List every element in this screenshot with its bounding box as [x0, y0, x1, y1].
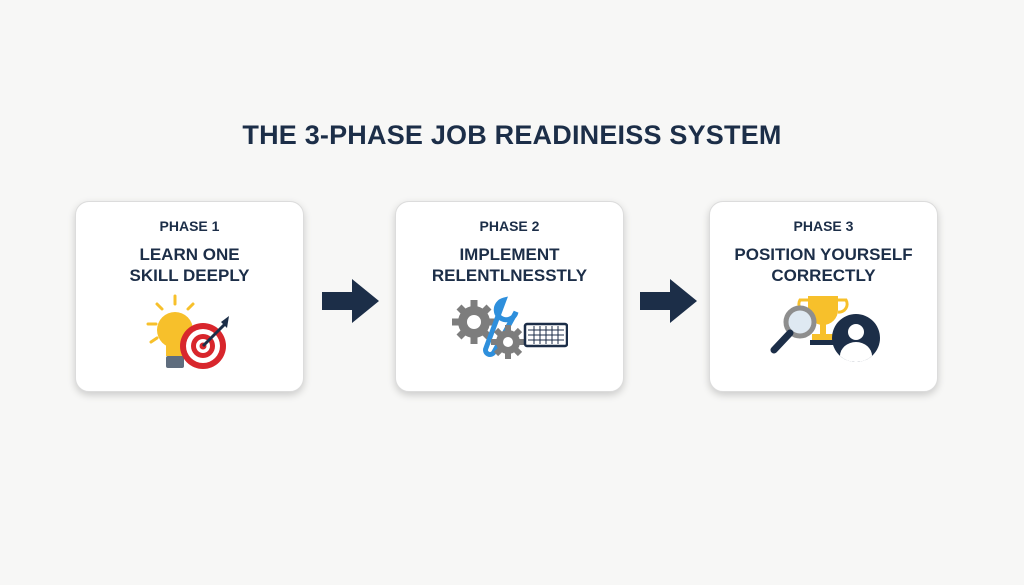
arrow-right-icon	[640, 279, 697, 323]
phase-name: IMPLEMENT RELENTLNESSTLY	[431, 245, 588, 285]
gears-wrench-keyboard-icon	[451, 296, 568, 359]
phase-name: POSITION YOURSELF CORRECTLY	[734, 245, 913, 285]
arrow-right-icon	[322, 279, 379, 323]
phase-label: PHASE 1	[159, 218, 220, 234]
magnifier-trophy-person-icon	[770, 296, 880, 363]
phase-label: PHASE 2	[479, 218, 540, 234]
phase-label: PHASE 3	[793, 218, 854, 234]
page-title: THE 3-PHASE JOB READINEISS SYSTEM	[242, 120, 782, 150]
phase-name: LEARN ONE SKILL DEEPLY	[129, 245, 250, 285]
phase-2-card: PHASE 2 IMPLEMENT RELENTLNESSTLY	[395, 201, 624, 392]
phase-1-card: PHASE 1 LEARN ONE SKILL DEEPLY	[75, 201, 304, 392]
lightbulb-target-icon	[146, 294, 229, 369]
phase-3-card: PHASE 3 POSITION YOURSELF CORRECTLY	[709, 201, 938, 392]
